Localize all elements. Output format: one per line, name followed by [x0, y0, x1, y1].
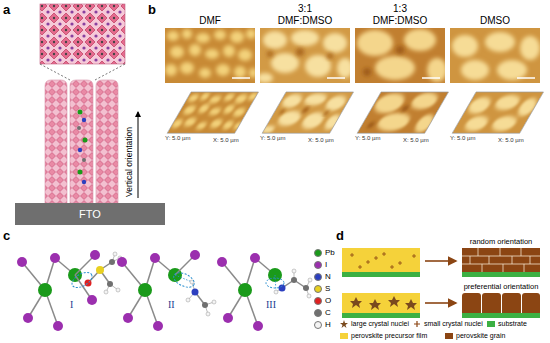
panel-title: DMSO: [480, 15, 510, 27]
site-number: III: [266, 299, 276, 311]
legend-swatch: [314, 249, 322, 257]
axis-label: Y: 5.0 µm: [260, 135, 285, 142]
legend-swatch: [314, 309, 322, 317]
afm-image: DMSO: [450, 28, 540, 83]
panel-title: 1:3 DMF:DMSO: [369, 3, 431, 26]
axis-note: Vertical orientation: [124, 127, 134, 197]
afm-image: 1:3 DMF:DMSO: [355, 28, 445, 83]
legend-entry: O: [314, 296, 331, 306]
legend-entry: C: [314, 308, 331, 318]
legend-entry: H: [314, 320, 331, 330]
legend-swatch: [314, 273, 322, 281]
axis-label: X: 5.0 µm: [498, 137, 524, 144]
axis-label: Y: 5.0 µm: [450, 135, 475, 142]
grain-film: preferential orientation: [462, 293, 540, 313]
legend-text: I: [325, 260, 327, 270]
panel-title: preferential orientation: [464, 282, 539, 291]
site-number: II: [168, 299, 175, 311]
legend-entry: I: [314, 260, 327, 270]
legend-swatch: [487, 321, 495, 327]
legend-text: large crystal nuclei: [351, 319, 409, 328]
legend-text: Pb: [325, 248, 335, 258]
panel-title: DMF: [199, 15, 221, 27]
axis-label: Y: 5.0 µm: [355, 135, 380, 142]
axis-label: X: 5.0 µm: [403, 137, 429, 144]
afm-image: DMF: [165, 28, 255, 83]
grain-film: random orientation: [462, 248, 540, 272]
axis-label: X: 5.0 µm: [308, 137, 334, 144]
legend-entry: substrate: [487, 319, 527, 328]
legend-swatch: [314, 321, 322, 329]
legend-text: small crystal nuclei: [424, 319, 483, 328]
legend-text: perovskite precursor film: [351, 331, 427, 340]
panel-letter: b: [148, 2, 156, 18]
legend-swatch: [314, 297, 322, 305]
legend-entry: small crystal nuclei: [413, 319, 483, 328]
legend-text: substrate: [498, 319, 527, 328]
legend-entry: perovskite grain: [445, 331, 505, 340]
legend-entry: S: [314, 284, 330, 294]
panel-letter: a: [3, 2, 10, 18]
axis-label: X: 5.0 µm: [213, 137, 239, 144]
substrate-bar: FTO: [15, 203, 165, 225]
panel-letter: c: [3, 228, 10, 244]
legend-entry: Pb: [314, 248, 335, 258]
legend-swatch: [340, 333, 348, 339]
panel-letter: d: [336, 228, 344, 244]
afm-image: 3:1 DMF:DMSO: [260, 28, 350, 83]
axis-label: Y: 5.0 µm: [165, 135, 190, 142]
legend-symbol: [413, 320, 421, 328]
legend-symbol: [340, 320, 348, 328]
legend-swatch: [445, 333, 453, 339]
legend-text: O: [325, 296, 331, 306]
legend-swatch: [314, 261, 322, 269]
panel-title: random orientation: [470, 237, 533, 246]
legend-text: N: [325, 272, 331, 282]
legend-text: perovskite grain: [456, 331, 505, 340]
legend-entry: perovskite precursor film: [340, 331, 427, 340]
legend-text: H: [325, 320, 331, 330]
panel-title: 3:1 DMF:DMSO: [274, 3, 336, 26]
legend-text: C: [325, 308, 331, 318]
box-label: FTO: [79, 208, 101, 221]
legend-text: S: [325, 284, 330, 294]
legend-entry: N: [314, 272, 331, 282]
legend-entry: large crystal nuclei: [340, 319, 409, 328]
legend-swatch: [314, 285, 322, 293]
site-number: I: [70, 299, 73, 311]
